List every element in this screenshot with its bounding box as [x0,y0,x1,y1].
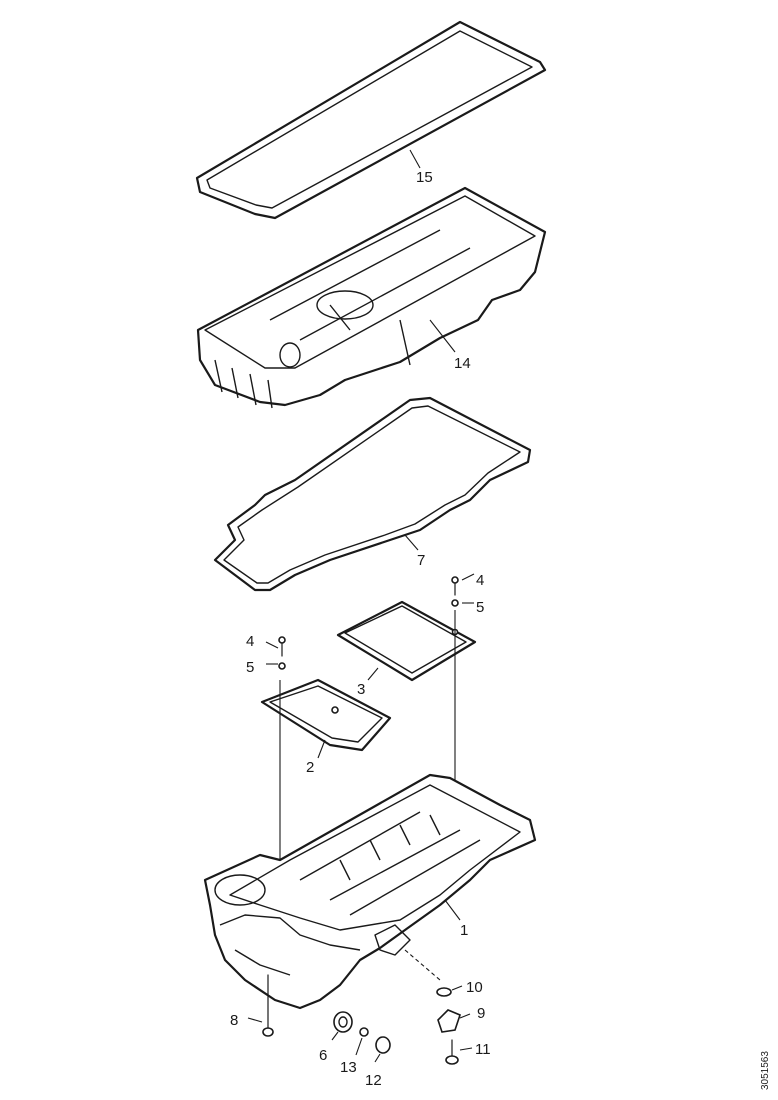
callout-8: 8 [230,1012,238,1029]
callout-7: 7 [417,552,425,569]
assembly-guide-drain [404,949,441,981]
leader-3 [367,667,379,681]
callout-5: 5 [476,599,484,616]
leader-15 [409,149,421,169]
part-3-cover-plate [336,600,477,682]
callout-10: 10 [466,979,483,996]
leader-10 [451,985,463,991]
callout-11: 11 [475,1041,491,1058]
leader-4a [461,573,475,581]
leader-4b [265,641,279,649]
callout-2: 2 [306,759,314,776]
callout-14: 14 [454,355,471,372]
leader-8 [247,1017,263,1023]
part-12-plug [375,1036,391,1054]
callout-9: 9 [477,1005,485,1022]
callout-6: 6 [319,1047,327,1064]
leader-9 [459,1013,471,1019]
leader-14 [429,319,456,353]
callout-13: 13 [340,1059,357,1076]
part-13-washer [359,1027,369,1037]
part-5-washer-right [451,599,459,607]
callout-4: 4 [246,633,254,650]
part-7-gasket [213,396,532,592]
part-15-gasket [195,20,547,220]
leader-2 [317,739,326,759]
leader-1 [444,899,461,921]
part-4-screw-left [278,636,286,657]
part-5-washer-left [278,662,286,670]
part-11-bolt [445,1039,459,1065]
figure-code: 3051563 [760,1051,771,1090]
leader-12 [374,1053,381,1063]
callout-3: 3 [357,681,365,698]
part-4-screw-right [451,576,459,596]
callout-1: 1 [460,922,468,939]
leader-6 [331,1031,339,1041]
callout-5: 5 [246,659,254,676]
part-9-drain-fitting [437,1009,461,1033]
callout-15: 15 [416,169,433,186]
part-2-cover-plate [260,678,392,752]
leader-13 [355,1037,363,1056]
leader-7 [404,534,419,551]
leader-11 [459,1047,473,1051]
part-14-upper-oil-pan [196,186,547,409]
callout-12: 12 [365,1072,382,1089]
part-10-seal [436,987,452,997]
part-1-lower-oil-pan [203,773,537,1010]
callout-4: 4 [476,572,484,589]
part-6-plug [333,1011,353,1033]
part-8-bolt [262,974,274,1037]
